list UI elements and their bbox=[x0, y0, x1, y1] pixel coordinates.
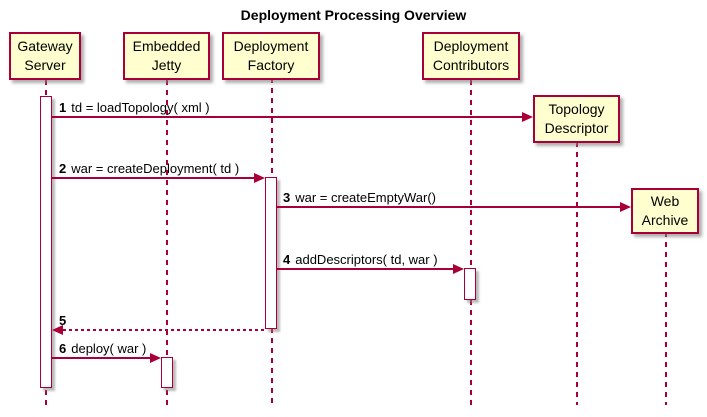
message-number: 4 bbox=[283, 252, 291, 267]
message-5-label: 5 bbox=[59, 313, 71, 328]
participant-web-archive: Web Archive bbox=[631, 188, 699, 234]
participant-label: Gateway bbox=[17, 38, 73, 54]
lifeline-deployment-contributors bbox=[470, 80, 472, 405]
message-1-line bbox=[52, 116, 523, 118]
message-2-line bbox=[52, 177, 254, 179]
participant-label: Descriptor bbox=[544, 120, 609, 136]
participant-label: Topology bbox=[548, 101, 605, 117]
message-2-label: 2 war = createDeployment( td ) bbox=[59, 161, 239, 176]
message-6-line bbox=[52, 357, 150, 359]
message-text: addDescriptors( td, war ) bbox=[295, 252, 438, 267]
message-number: 2 bbox=[59, 161, 67, 176]
participant-label: Web bbox=[650, 193, 680, 209]
participant-label: Deployment bbox=[433, 38, 509, 54]
message-3-arrowhead-icon bbox=[620, 202, 631, 212]
message-1-label: 1 td = loadTopology( xml ) bbox=[59, 100, 210, 115]
message-number: 5 bbox=[59, 313, 67, 328]
participant-embedded-jetty: Embedded Jetty bbox=[123, 32, 210, 80]
message-5-line bbox=[63, 329, 265, 331]
lifeline-embedded-jetty bbox=[166, 80, 168, 405]
message-3-line bbox=[277, 206, 620, 208]
activation-deployment-factory bbox=[265, 177, 277, 329]
message-text: war = createEmptyWar() bbox=[295, 190, 436, 205]
participant-label: Archive bbox=[641, 212, 689, 228]
message-text: deploy( war ) bbox=[71, 341, 147, 356]
diagram-title: Deployment Processing Overview bbox=[240, 7, 467, 23]
participant-label: Jetty bbox=[151, 57, 182, 73]
activation-deployment-contributors bbox=[464, 268, 476, 300]
participant-label: Deployment bbox=[233, 38, 309, 54]
participant-gateway-server: Gateway Server bbox=[9, 32, 81, 80]
lifeline-web-archive bbox=[665, 232, 667, 405]
participant-label: Contributors bbox=[432, 57, 510, 73]
message-4-label: 4 addDescriptors( td, war ) bbox=[283, 252, 438, 267]
participant-label: Factory bbox=[247, 57, 295, 73]
message-2-arrowhead-icon bbox=[254, 173, 265, 183]
message-text: war = createDeployment( td ) bbox=[71, 161, 240, 176]
lifeline-topology-descriptor bbox=[576, 142, 578, 405]
message-4-line bbox=[277, 268, 453, 270]
participant-deployment-factory: Deployment Factory bbox=[222, 32, 320, 80]
participant-deployment-contributors: Deployment Contributors bbox=[422, 32, 520, 80]
activation-gateway-server bbox=[40, 96, 52, 388]
participant-topology-descriptor: Topology Descriptor bbox=[533, 95, 620, 143]
message-4-arrowhead-icon bbox=[453, 264, 464, 274]
message-number: 6 bbox=[59, 341, 67, 356]
message-3-label: 3 war = createEmptyWar() bbox=[283, 190, 436, 205]
activation-embedded-jetty bbox=[161, 357, 173, 388]
message-number: 1 bbox=[59, 100, 67, 115]
participant-label: Server bbox=[24, 57, 66, 73]
message-1-arrowhead-icon bbox=[522, 112, 533, 122]
participant-label: Embedded bbox=[132, 38, 201, 54]
message-5-arrowhead-icon bbox=[52, 325, 63, 335]
message-text: td = loadTopology( xml ) bbox=[71, 100, 210, 115]
message-number: 3 bbox=[283, 190, 291, 205]
message-6-arrowhead-icon bbox=[150, 353, 161, 363]
message-6-label: 6 deploy( war ) bbox=[59, 341, 146, 356]
